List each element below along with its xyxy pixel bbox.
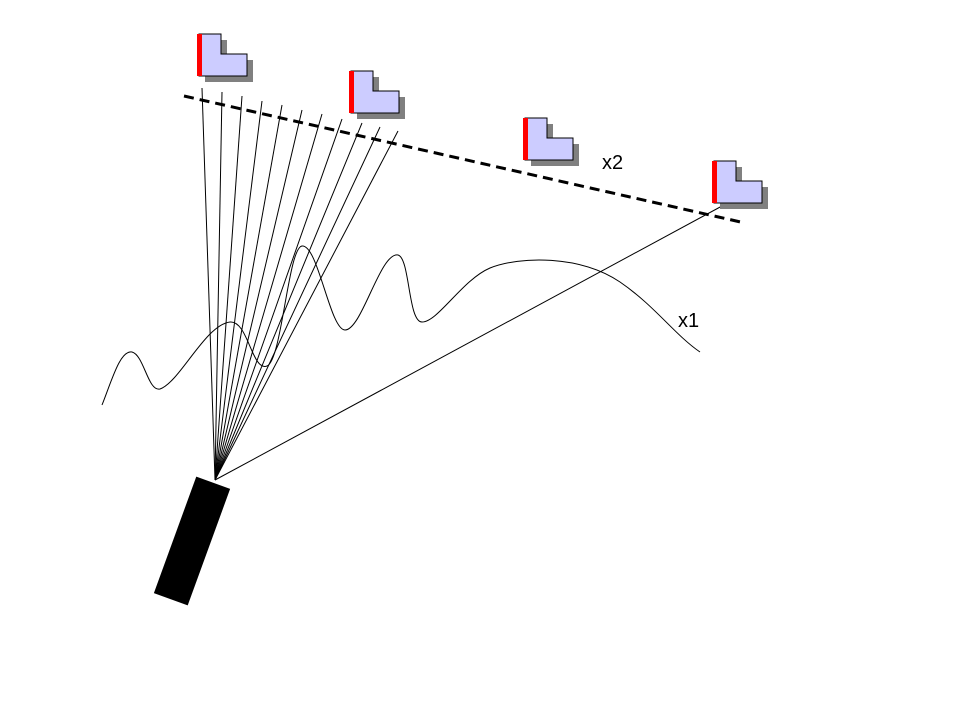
ray	[214, 100, 263, 481]
ray	[214, 122, 363, 481]
ray	[214, 95, 243, 481]
landmark-icon	[711, 160, 769, 210]
label-x2: x2	[602, 152, 623, 174]
wavy-curve-x1	[101, 245, 701, 406]
landmark-icon	[348, 70, 406, 120]
sensor-body	[153, 476, 231, 606]
long-ray	[214, 205, 723, 481]
landmark-icon	[522, 117, 580, 167]
dashed-line-x2	[183, 94, 746, 225]
ray	[214, 126, 381, 481]
ray	[214, 118, 343, 481]
ray	[214, 91, 223, 481]
ray	[201, 87, 216, 481]
ray	[214, 104, 283, 481]
ray	[214, 130, 399, 481]
ray	[214, 113, 323, 481]
label-x1: x1	[678, 310, 699, 332]
ray	[214, 109, 303, 481]
ray-fan	[201, 87, 723, 481]
landmark-icon	[196, 33, 254, 83]
